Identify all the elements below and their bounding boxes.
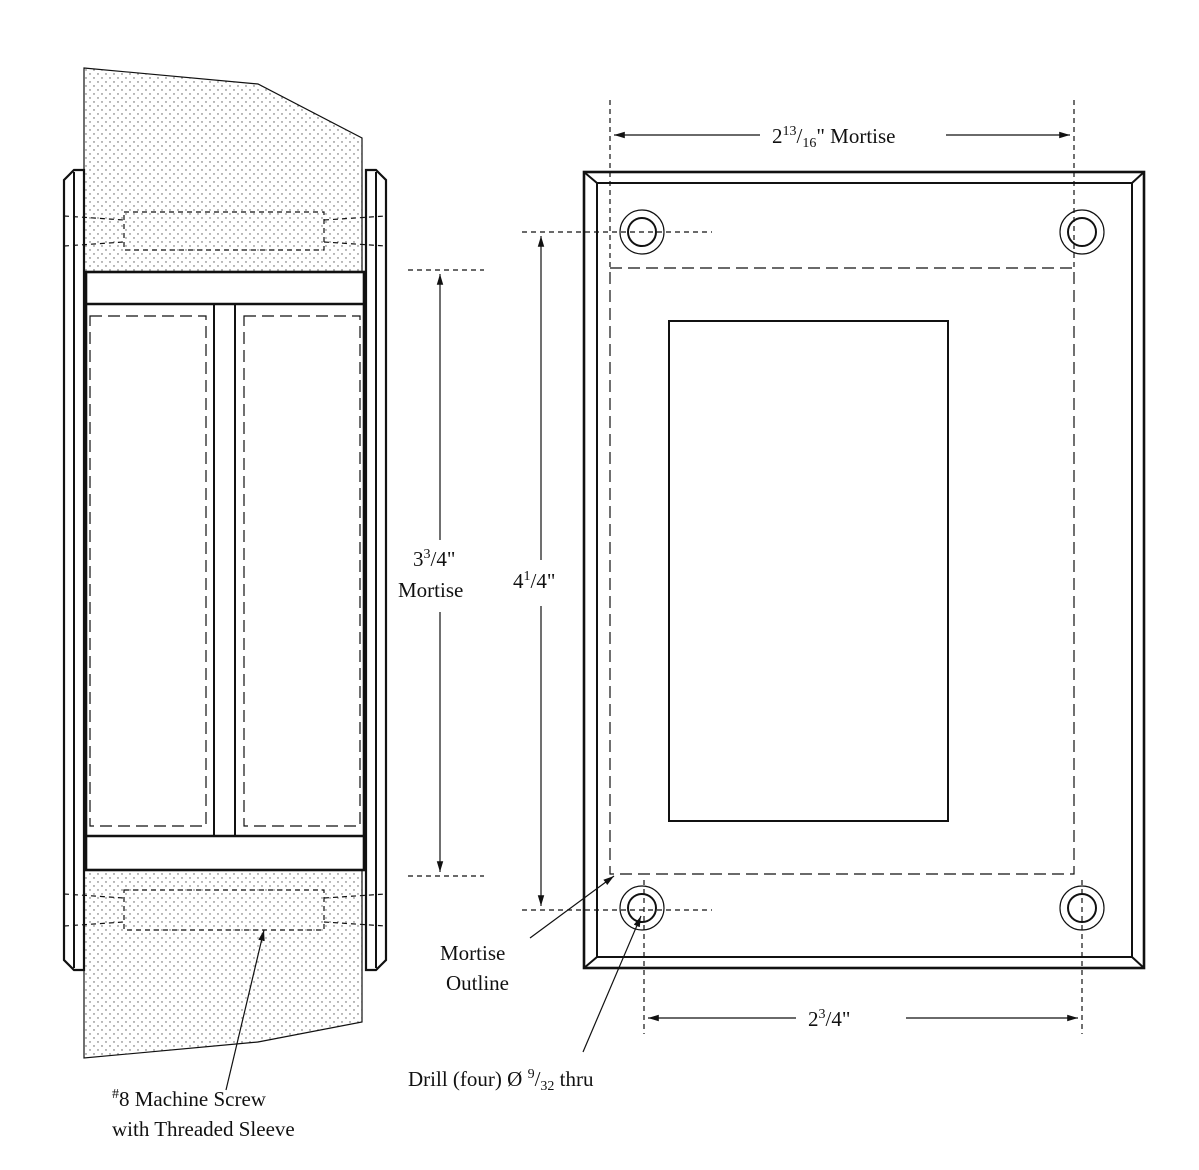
screw-sleeve-bottom (123, 889, 325, 931)
plate-bevel (596, 182, 1133, 958)
plate-outer (582, 170, 1146, 970)
screw-line2: with Threaded Sleeve (112, 1117, 295, 1141)
mortise-outline-line1: Mortise (440, 941, 505, 965)
svg-text:23/4": 23/4" (808, 1007, 850, 1031)
top-dim-slash: / (797, 124, 803, 148)
height-dim-value: 4 (513, 569, 524, 593)
screw-line1: 8 Machine Screw (119, 1087, 267, 1111)
screw-sup: # (112, 1087, 119, 1102)
bottom-dim-rest: /4" (826, 1007, 851, 1031)
mortise-outline-line2: Outline (446, 971, 509, 995)
mortise-width-dimension: 213/16" Mortise (609, 100, 1075, 268)
side-dim-label: Mortise (398, 578, 463, 602)
wood-top (83, 67, 363, 273)
top-dim-sub: 16 (802, 136, 816, 151)
side-view (62, 67, 388, 1091)
bottom-dim-sup: 3 (819, 1007, 826, 1022)
hole-top-left (619, 209, 665, 255)
top-dim-value: 2 (772, 124, 783, 148)
mortise-outline (609, 267, 1075, 875)
drill-text: Drill (four) Ø (408, 1067, 528, 1091)
drill-sub: 32 (540, 1079, 554, 1094)
hole-spacing-width-dimension: 23/4" (643, 880, 1083, 1034)
center-window (668, 320, 949, 822)
top-dim-sup: 13 (783, 124, 797, 139)
height-dim-sup: 1 (524, 569, 531, 584)
svg-text:41/4": 41/4" (513, 569, 555, 593)
svg-text:213/16" Mortise: 213/16" Mortise (772, 124, 896, 151)
screw-sleeve-top (123, 211, 325, 251)
mortise-outline-callout: Mortise Outline (440, 875, 615, 995)
side-dim-sup: 3 (424, 547, 431, 562)
drill-suffix: thru (554, 1067, 594, 1091)
hole-bottom-left (619, 885, 665, 931)
svg-text:#8 Machine Screw: #8 Machine Screw (112, 1087, 267, 1111)
hole-spacing-height-dimension: 41/4" (513, 231, 712, 911)
hole-top-right (1059, 209, 1105, 255)
face-view (582, 170, 1146, 970)
side-dim-value: 3 (413, 547, 424, 571)
screw-callout: #8 Machine Screw with Threaded Sleeve (112, 1087, 295, 1141)
drill-callout: Drill (four) Ø 9/32 thru (408, 915, 642, 1094)
svg-text:33/4": 33/4" (413, 547, 455, 571)
svg-text:Drill (four) Ø 9/32 thru: Drill (four) Ø 9/32 thru (408, 1067, 594, 1094)
drill-sup: 9 (528, 1067, 535, 1082)
height-dim-rest: /4" (531, 569, 556, 593)
top-dim-suffix: " Mortise (816, 124, 895, 148)
side-dim-rest: /4" (431, 547, 456, 571)
hinge-body (84, 270, 366, 872)
drill-slash: / (535, 1067, 541, 1091)
mortise-height-dimension: 33/4" Mortise (398, 269, 484, 877)
bottom-dim-value: 2 (808, 1007, 819, 1031)
wood-bottom (83, 869, 363, 1059)
